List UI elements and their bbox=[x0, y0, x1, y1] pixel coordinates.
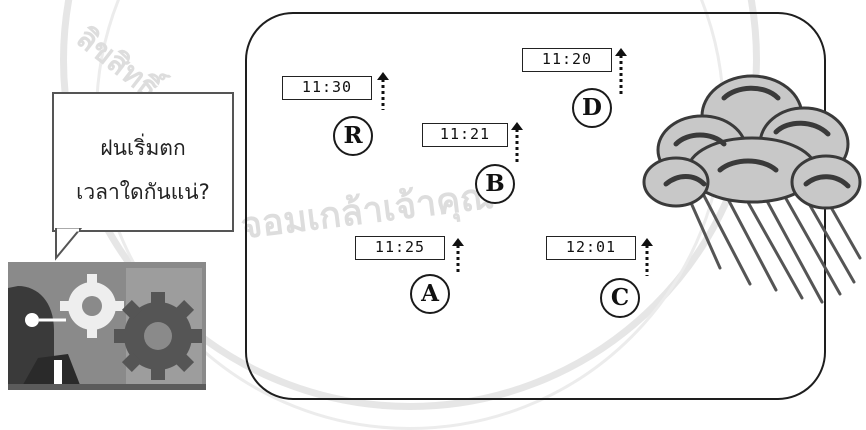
time-label-a: 11:25 bbox=[355, 236, 445, 260]
pin-marker-icon bbox=[511, 122, 523, 162]
speech-line-1: ฝนเริ่มตก bbox=[100, 136, 186, 160]
pin-marker-icon bbox=[377, 72, 389, 110]
speech-line-2: เวลาใดกันแน่? bbox=[76, 180, 210, 204]
station-d: D bbox=[572, 88, 612, 128]
time-label-b: 11:21 bbox=[422, 123, 508, 147]
speech-bubble-tail bbox=[55, 228, 83, 261]
time-label-r: 11:30 bbox=[282, 76, 372, 100]
station-r: R bbox=[333, 116, 373, 156]
station-a: A bbox=[410, 274, 450, 314]
speech-bubble: ฝนเริ่มตก เวลาใดกันแน่? bbox=[52, 92, 234, 232]
rain-cloud-icon bbox=[642, 74, 862, 304]
gear-head-icon bbox=[8, 262, 206, 390]
pin-marker-icon bbox=[615, 48, 627, 94]
pin-marker-icon bbox=[452, 238, 464, 272]
pin-marker-icon bbox=[641, 238, 653, 276]
station-c: C bbox=[600, 278, 640, 318]
time-label-d: 11:20 bbox=[522, 48, 612, 72]
time-label-c: 12:01 bbox=[546, 236, 636, 260]
station-b: B bbox=[475, 164, 515, 204]
